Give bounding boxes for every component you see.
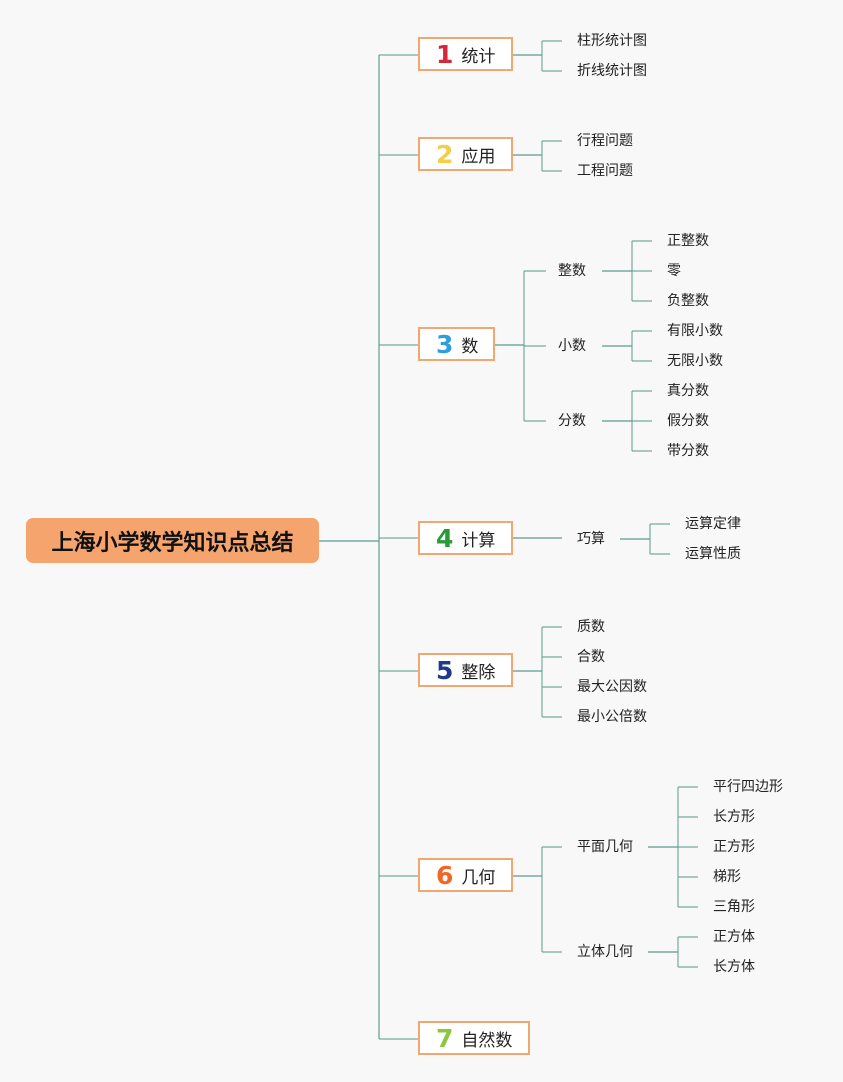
number-1-badge: 1 [436,39,454,69]
leaf-negative-integer: 负整数 [667,293,709,309]
branch-natural-numbers: 7 自然数 [418,1021,530,1055]
leaf-positive-integer: 正整数 [667,233,709,249]
group-integers: 整数 [558,263,586,279]
number-2-badge: 2 [436,139,454,169]
leaf-travel-problem: 行程问题 [577,133,633,149]
leaf-gcd: 最大公因数 [577,679,647,695]
leaf-improper-fraction: 假分数 [667,413,709,429]
number-7-badge: 7 [436,1023,454,1053]
group-solid-geometry: 立体几何 [577,944,633,960]
branch-numbers: 3 数 [418,327,495,361]
group-clever-calculation: 巧算 [577,531,605,547]
leaf-mixed-number: 带分数 [667,443,709,459]
leaf-square: 正方形 [713,839,755,855]
branch-application: 2 应用 [418,137,513,171]
branch-label: 整除 [461,662,496,683]
leaf-work-problem: 工程问题 [577,163,633,179]
branch-label: 几何 [461,867,496,888]
leaf-proper-fraction: 真分数 [667,383,709,399]
branch-label: 应用 [461,146,496,167]
branch-divisibility: 5 整除 [418,653,513,687]
branch-label: 计算 [461,530,496,551]
branch-geometry: 6 几何 [418,858,513,892]
leaf-parallelogram: 平行四边形 [713,779,783,795]
leaf-infinite-decimal: 无限小数 [667,353,723,369]
leaf-operation-properties: 运算性质 [685,546,741,562]
branch-label: 数 [461,336,479,357]
leaf-cuboid: 长方体 [713,959,755,975]
leaf-lcm: 最小公倍数 [577,709,647,725]
leaf-bar-chart: 柱形统计图 [577,33,647,49]
group-fractions: 分数 [558,413,586,429]
leaf-triangle: 三角形 [713,899,755,915]
leaf-line-chart: 折线统计图 [577,63,647,79]
leaf-finite-decimal: 有限小数 [667,323,723,339]
branch-label: 统计 [461,46,496,67]
leaf-zero: 零 [667,263,681,279]
branch-calculation: 4 计算 [418,521,513,555]
leaf-prime-number: 质数 [577,619,605,635]
branch-statistics: 1 统计 [418,37,513,71]
group-decimals: 小数 [558,338,586,354]
leaf-operation-laws: 运算定律 [685,516,741,532]
leaf-rectangle: 长方形 [713,809,755,825]
group-plane-geometry: 平面几何 [577,839,633,855]
leaf-cube: 正方体 [713,929,755,945]
leaf-composite-number: 合数 [577,649,605,665]
number-6-badge: 6 [436,860,454,890]
branch-label: 自然数 [461,1030,513,1051]
leaf-trapezoid: 梯形 [713,869,741,885]
number-4-badge: 4 [436,523,454,553]
root-node: 上海小学数学知识点总结 [26,518,319,563]
number-5-badge: 5 [436,655,454,685]
number-3-badge: 3 [436,329,454,359]
